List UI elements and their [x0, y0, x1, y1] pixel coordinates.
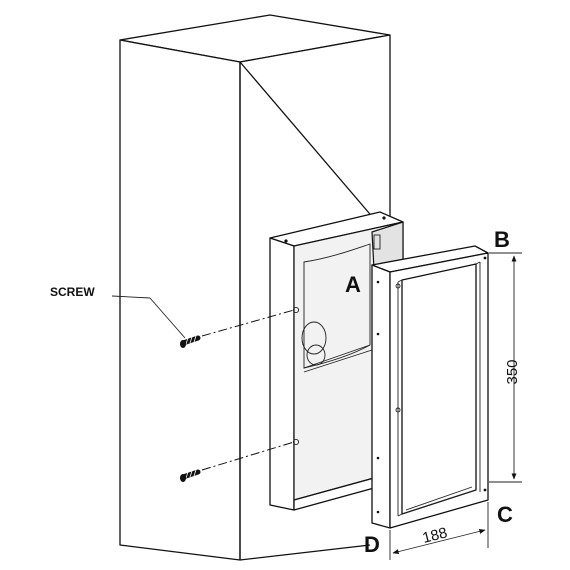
height-dimension: 350 [489, 252, 522, 483]
frame-opening [401, 263, 477, 515]
screw-icon [180, 335, 201, 348]
wall-side-face-upper [239, 34, 391, 221]
corner-label-d: D [364, 532, 380, 557]
front-frame [371, 245, 489, 529]
mount-hole-lower [292, 438, 300, 446]
frame-left-side [371, 264, 391, 529]
height-dimension-label: 350 [504, 359, 521, 384]
corner-label-b: B [494, 227, 510, 252]
screw-label: SCREW [50, 285, 95, 299]
width-dimension: 188 [389, 502, 489, 560]
wall-bottom-edge [239, 544, 371, 561]
alignment-line [201, 441, 295, 471]
wall-column [119, 14, 391, 561]
corner-label-a: A [345, 272, 361, 297]
screw-icon [180, 469, 201, 482]
corner-label-c: C [497, 502, 513, 527]
wall-front-face [119, 39, 241, 561]
back-box-left-face [269, 237, 295, 511]
mount-hole-upper [292, 306, 300, 314]
screw-leader-line [111, 295, 151, 299]
alignment-line [201, 309, 295, 337]
width-dimension-label: 188 [421, 524, 449, 547]
